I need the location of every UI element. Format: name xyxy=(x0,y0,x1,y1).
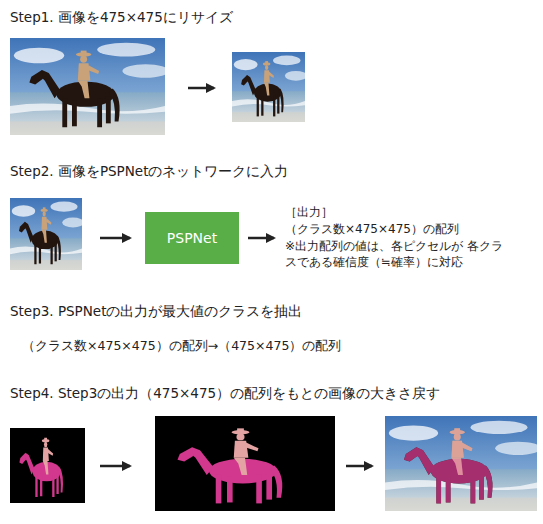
arrow xyxy=(188,87,214,90)
step-heading: Step4. Step3の出力（475×475）の配列をもとの画像の大きさ戻す xyxy=(10,384,440,402)
mask-large xyxy=(155,416,335,511)
photo xyxy=(10,38,169,135)
arrow xyxy=(100,237,130,240)
output-heading: ［出力］ xyxy=(285,204,333,220)
arrow xyxy=(248,237,274,240)
output-note: ※出力配列の値は、各ピクセルが 各クラスである確信度（≒確率）に対応 xyxy=(285,238,513,270)
resized-photo xyxy=(232,52,307,122)
mask-small xyxy=(10,428,85,503)
output-shape: （クラス数×475×475）の配列 xyxy=(285,221,459,237)
process-box: PSPNet xyxy=(145,212,239,264)
box-label: PSPNet xyxy=(167,230,217,246)
step-heading: Step2. 画像をPSPNetのネットワークに入力 xyxy=(10,162,288,180)
step-heading: Step3. PSPNetの出力が最大値のクラスを抽出 xyxy=(10,302,302,320)
step-heading: Step1. 画像を475×475にリサイズ xyxy=(10,8,233,26)
arrow xyxy=(100,465,130,468)
arrow xyxy=(346,465,372,468)
overlay-photo xyxy=(385,416,541,511)
step-description: （クラス数×475×475）の配列→（475×475）の配列 xyxy=(22,338,341,355)
resized-photo xyxy=(10,198,84,270)
